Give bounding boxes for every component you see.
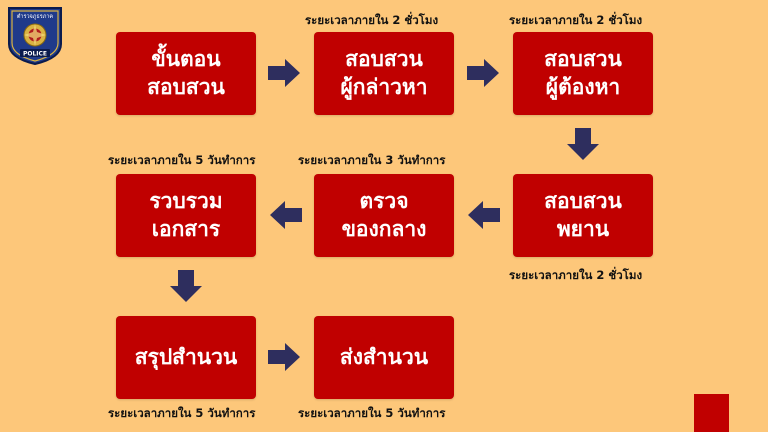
arrow-right-icon	[268, 343, 300, 371]
step-label: สรุปสำนวน	[134, 344, 238, 369]
step-label: พยาน	[556, 216, 610, 241]
arrow-left-icon	[468, 201, 500, 229]
step-label: สอบสวน	[544, 189, 622, 214]
step-label: สอบสวน	[544, 47, 622, 72]
time-note: ระยะเวลาภายใน 5 วันทำการ	[298, 406, 446, 420]
step-label: ตรวจ	[359, 189, 409, 214]
time-note: ระยะเวลาภายใน 5 วันทำการ	[108, 153, 256, 167]
logo-bottom-text: POLICE	[23, 51, 47, 58]
step-label: ของกลาง	[341, 216, 427, 241]
logo-top-text: ตำรวจภูธรภาค	[17, 13, 54, 20]
step-box-question-accuser: สอบสวน ผู้กล่าวหา	[314, 32, 454, 115]
step-box-inspect-evidence: ตรวจ ของกลาง	[314, 174, 454, 257]
arrow-left-icon	[270, 201, 302, 229]
time-note: ระยะเวลาภายใน 2 ชั่วโมง	[305, 13, 439, 27]
step-box-question-witness: สอบสวน พยาน	[513, 174, 653, 257]
time-note: ระยะเวลาภายใน 3 วันทำการ	[298, 153, 446, 167]
time-note: ระยะเวลาภายใน 2 ชั่วโมง	[509, 13, 643, 27]
arrow-down-icon	[170, 270, 202, 302]
step-label: รวบรวม	[149, 189, 223, 214]
arrow-down-icon	[567, 128, 599, 160]
decorative-corner-block	[694, 394, 729, 432]
step-box-collect-documents: รวบรวม เอกสาร	[116, 174, 256, 257]
step-label: ส่งสำนวน	[339, 344, 429, 369]
step-box-summarize-case: สรุปสำนวน	[116, 316, 256, 399]
step-label: เอกสาร	[151, 216, 221, 241]
step-box-investigation-process: ขั้นตอน สอบสวน	[116, 32, 256, 115]
step-box-submit-case: ส่งสำนวน	[314, 316, 454, 399]
step-label: ผู้ต้องหา	[545, 74, 621, 99]
step-label: ขั้นตอน	[151, 47, 221, 72]
arrow-right-icon	[467, 59, 499, 87]
step-label: ผู้กล่าวหา	[340, 74, 428, 99]
step-label: สอบสวน	[345, 47, 423, 72]
step-box-question-suspect: สอบสวน ผู้ต้องหา	[513, 32, 653, 115]
time-note: ระยะเวลาภายใน 5 วันทำการ	[108, 406, 256, 420]
step-label: สอบสวน	[147, 74, 225, 99]
police-badge-logo: ตำรวจภูธรภาค POLICE	[8, 7, 62, 66]
time-note: ระยะเวลาภายใน 2 ชั่วโมง	[509, 268, 643, 282]
arrow-right-icon	[268, 59, 300, 87]
